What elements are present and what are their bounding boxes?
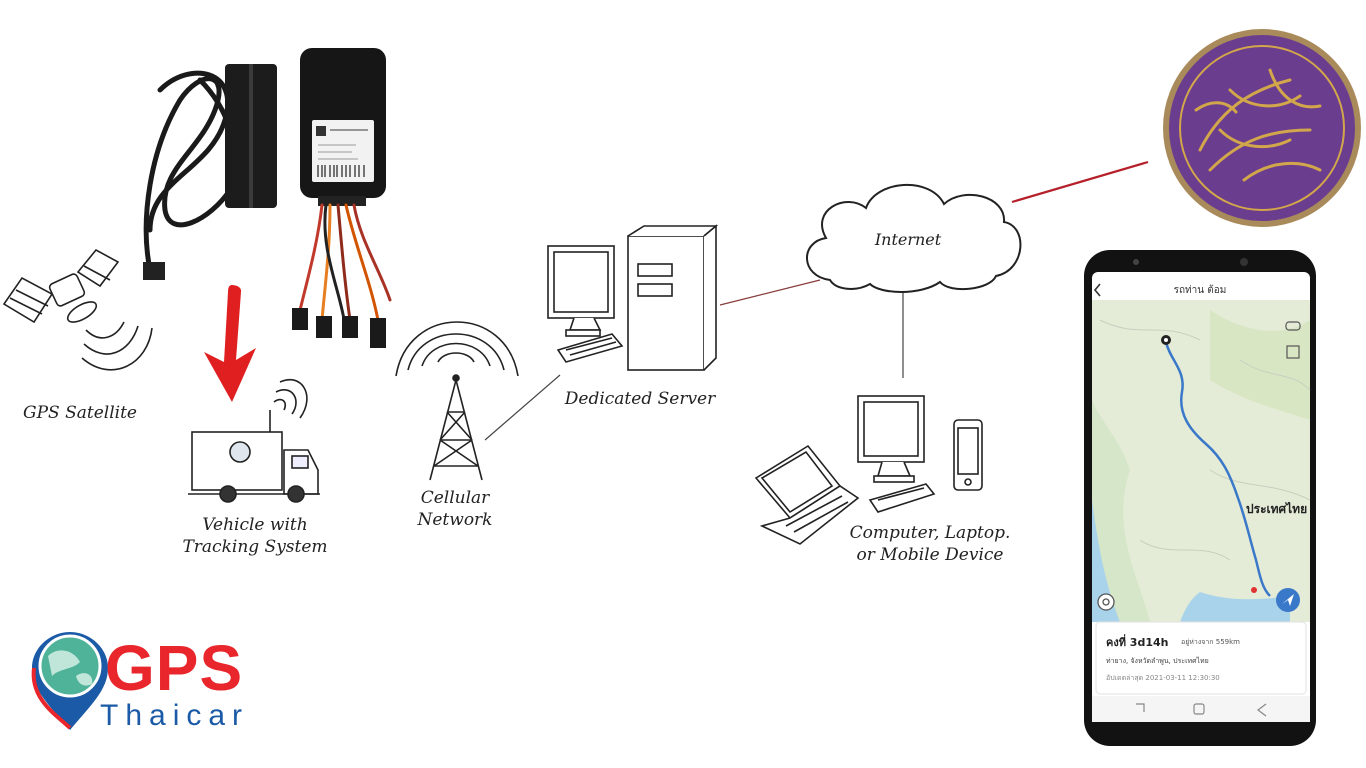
gps-target-button[interactable] (1097, 593, 1115, 611)
recent-apps-icon[interactable] (1136, 703, 1145, 712)
route-line (1164, 341, 1271, 597)
vehicle-label: Vehicle with Tracking System (160, 514, 350, 558)
line-tower-server (484, 374, 561, 441)
tracker-cable-icon (143, 70, 239, 273)
dedicated-server-label: Dedicated Server (564, 389, 716, 409)
devices-label-line2: or Mobile Device (856, 545, 1004, 565)
internet-label: Internet (874, 230, 942, 249)
card-status-text: คงที่ 3d14h (1106, 636, 1169, 649)
gps-satellite-icon (2, 248, 153, 371)
phone-nav-bar (1092, 696, 1310, 722)
gps-thaicar-globe-logo (31, 632, 108, 730)
logo-brand-text: GPS (105, 632, 244, 704)
battery-icon (1285, 321, 1301, 331)
devices-label-line1: Computer, Laptop. (849, 523, 1011, 543)
mobile-device-icon (953, 419, 983, 491)
cellular-network-label: Cellular Network (395, 487, 515, 531)
end-marker-icon (1251, 587, 1257, 593)
tracker-wires-icon (298, 203, 392, 327)
line-internet-seal (1011, 160, 1149, 204)
department-seal-logo (1163, 29, 1361, 227)
layers-icon (1286, 345, 1300, 359)
cellular-tower-icon (395, 321, 519, 481)
home-icon[interactable] (1193, 703, 1205, 715)
vehicle-info-card[interactable] (1095, 621, 1307, 695)
card-updated-time: อัปเดตล่าสุด 2021-03-11 12:30:30 (1106, 674, 1220, 682)
phone-screen-title: รถท่าน ต้อม (1173, 285, 1227, 296)
phone-map (1092, 300, 1311, 622)
desktop-monitor-icon (857, 395, 936, 513)
devices-label: Computer, Laptop. or Mobile Device (820, 522, 1040, 566)
cellular-label-line2: Network (417, 510, 493, 530)
dedicated-server-icon (547, 224, 719, 371)
tracking-truck-icon (188, 379, 320, 503)
laptop-icon (754, 444, 860, 545)
locate-me-button[interactable] (1276, 588, 1300, 612)
vehicle-label-line1: Vehicle with (202, 515, 308, 535)
cellular-label-line1: Cellular (420, 488, 490, 508)
nav-back-icon[interactable] (1257, 703, 1267, 717)
card-location-text: ท่ายาง, จังหวัดลำพูน, ประเทศไทย (1106, 657, 1209, 665)
line-server-internet (719, 279, 821, 306)
logo-sub-text: Thaicar (100, 699, 250, 732)
vehicle-label-line2: Tracking System (182, 537, 328, 557)
gps-tracker-device-icon (300, 48, 386, 206)
internet-cloud-icon (806, 183, 1022, 293)
tracker-connector-icon (143, 262, 165, 280)
gps-satellite-label: GPS Satellite (23, 403, 137, 423)
red-arrow-down-icon (204, 285, 256, 402)
map-country-label: ประเทศไทย (1246, 502, 1308, 516)
card-distance-text: อยู่ห่างจาก 559km (1181, 638, 1240, 646)
back-arrow-icon[interactable] (1093, 283, 1101, 297)
